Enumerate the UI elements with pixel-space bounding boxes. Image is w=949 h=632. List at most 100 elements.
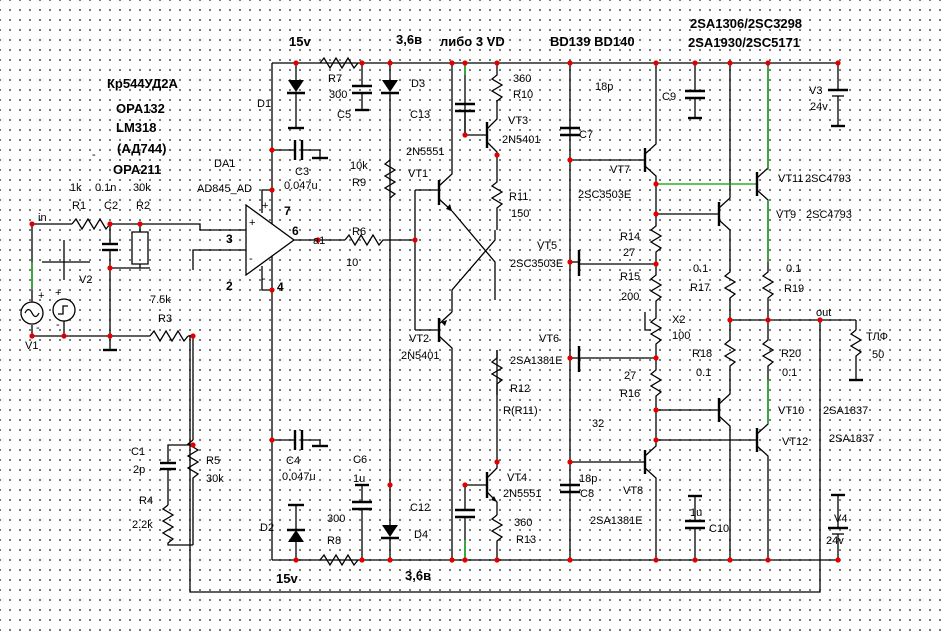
diode-d2 bbox=[287, 503, 305, 560]
label-c5: C5 bbox=[337, 109, 351, 121]
transistor-vt12 bbox=[755, 380, 769, 560]
label-driver-types: BD139 BD140 bbox=[550, 34, 635, 49]
label-vt11: VT11 bbox=[778, 173, 803, 185]
label-vt5: VT5 bbox=[537, 240, 557, 252]
label-r19: R19 bbox=[784, 283, 804, 295]
label-pin-7: 7 bbox=[284, 204, 291, 218]
label-r14-val: 27 bbox=[623, 247, 635, 259]
capacitor-c7 bbox=[560, 126, 580, 137]
resistor-r10 bbox=[490, 63, 504, 103]
label-c9: C9 bbox=[662, 91, 676, 103]
label-vt7: VT7 bbox=[610, 164, 630, 176]
label-r20-val: 0.1 bbox=[782, 367, 797, 379]
label-v1-plus: + bbox=[38, 290, 44, 302]
label-v4-val: 24v bbox=[826, 535, 844, 547]
label-load: ТЛФ bbox=[866, 331, 888, 343]
resistor-r13 bbox=[490, 514, 504, 560]
label-r18: R18 bbox=[692, 348, 712, 360]
label-supply-pos: 15v bbox=[289, 34, 311, 49]
label-c8-val: 18p bbox=[579, 473, 597, 485]
label-r16: R16 bbox=[620, 388, 640, 400]
label-vt6-type: 2SA1381E bbox=[510, 355, 563, 367]
cross-wire-2 bbox=[451, 230, 496, 312]
label-vt8: VT8 bbox=[623, 485, 643, 497]
label-c6-val: 1u bbox=[353, 473, 365, 485]
label-r13: R13 bbox=[516, 534, 536, 546]
capacitor-c5 bbox=[352, 63, 372, 112]
label-in: in bbox=[38, 212, 47, 224]
label-r4-val: 2.2k bbox=[132, 519, 153, 531]
junction-nodes bbox=[29, 60, 841, 563]
label-a1: a1 bbox=[313, 235, 325, 247]
label-opamp-alt3: LM318 bbox=[116, 120, 156, 135]
label-32: 32 bbox=[592, 418, 604, 430]
label-c8: C8 bbox=[580, 488, 594, 500]
label-c7-val: 18p bbox=[595, 81, 613, 93]
label-c4: C4 bbox=[286, 455, 300, 467]
label-v1-minus: - bbox=[36, 322, 40, 334]
opamp-da1 bbox=[192, 189, 345, 291]
label-vt4-type: 2N5551 bbox=[503, 488, 542, 500]
label-opamp-alt2: OPA132 bbox=[116, 101, 165, 116]
transistor-vt5 bbox=[570, 250, 656, 276]
label-vt10-type: 2SA1837 bbox=[823, 405, 868, 417]
resistor-r17 bbox=[723, 262, 737, 320]
label-pin-6: 6 bbox=[292, 224, 299, 238]
label-opamp-dash: - bbox=[92, 149, 96, 161]
capacitor-c13 bbox=[455, 102, 475, 113]
capacitor-c10 bbox=[685, 494, 705, 560]
label-vt9-type: 2SC4793 bbox=[806, 209, 852, 221]
resistor-r16 bbox=[649, 358, 663, 410]
label-vd-note: либо 3 VD bbox=[440, 34, 505, 49]
label-r1-val: 1k bbox=[70, 182, 82, 194]
label-vt12: VT12 bbox=[782, 436, 808, 448]
label-opamp-alt4: (АД744) bbox=[117, 141, 166, 156]
label-r20: R20 bbox=[781, 348, 801, 360]
label-d4: D4 bbox=[414, 529, 428, 541]
resistor-r18 bbox=[723, 320, 737, 380]
resistor-r9 bbox=[383, 159, 397, 199]
label-r13-val: 360 bbox=[514, 517, 532, 529]
opamp-vpos-sign: + bbox=[262, 200, 268, 212]
label-r19-val: 0.1 bbox=[786, 263, 801, 275]
label-r15-val: 200 bbox=[621, 291, 639, 303]
resistor-r20 bbox=[761, 320, 775, 380]
label-vref-bottom: 3,6в bbox=[405, 568, 431, 583]
label-out-types-2: 2SA1930/2SC5171 bbox=[688, 35, 800, 50]
opamp-vneg-sign: - bbox=[262, 273, 266, 285]
resistor-r15 bbox=[649, 262, 663, 312]
label-r5-val: 30k bbox=[206, 473, 224, 485]
label-load-val: 50 bbox=[872, 349, 884, 361]
transistor-vt10 bbox=[717, 380, 731, 560]
label-r11: R11 bbox=[509, 191, 528, 203]
label-r17: R17 bbox=[690, 282, 710, 294]
label-vt11-type: 2SC4793 bbox=[805, 173, 851, 185]
label-d1: D1 bbox=[257, 98, 271, 110]
label-r2-val: 30k bbox=[133, 182, 151, 194]
label-vt1-type: 2N5551 bbox=[406, 146, 445, 158]
label-c1-val: 2p bbox=[133, 464, 145, 476]
label-r12-val: R(R11) bbox=[503, 405, 538, 417]
label-r8: R8 bbox=[327, 535, 341, 547]
label-vt6: VT6 bbox=[539, 333, 559, 345]
transistor-vt9 bbox=[717, 63, 731, 262]
battery-v3 bbox=[828, 63, 848, 128]
label-c12: C12 bbox=[410, 502, 430, 514]
label-vt4: VT4 bbox=[507, 472, 527, 484]
label-opamp-alt5: OPA211 bbox=[113, 162, 161, 177]
battery-v4 bbox=[828, 493, 848, 560]
label-vt9: VT9 bbox=[776, 209, 796, 221]
label-supply-neg: 15v bbox=[276, 571, 298, 586]
feedback-loop-wire bbox=[189, 320, 821, 593]
positive-rail bbox=[271, 62, 838, 560]
label-opamp-alt1: Кр544УД2А bbox=[107, 76, 178, 91]
label-r3: R3 bbox=[158, 313, 172, 325]
resistor-r6 bbox=[344, 233, 415, 247]
label-r1: R1 bbox=[72, 200, 86, 212]
potentiometer-x2 bbox=[644, 312, 663, 356]
feedback-network bbox=[160, 336, 200, 546]
source-v1 bbox=[20, 301, 44, 325]
label-c7: C7 bbox=[579, 129, 593, 141]
